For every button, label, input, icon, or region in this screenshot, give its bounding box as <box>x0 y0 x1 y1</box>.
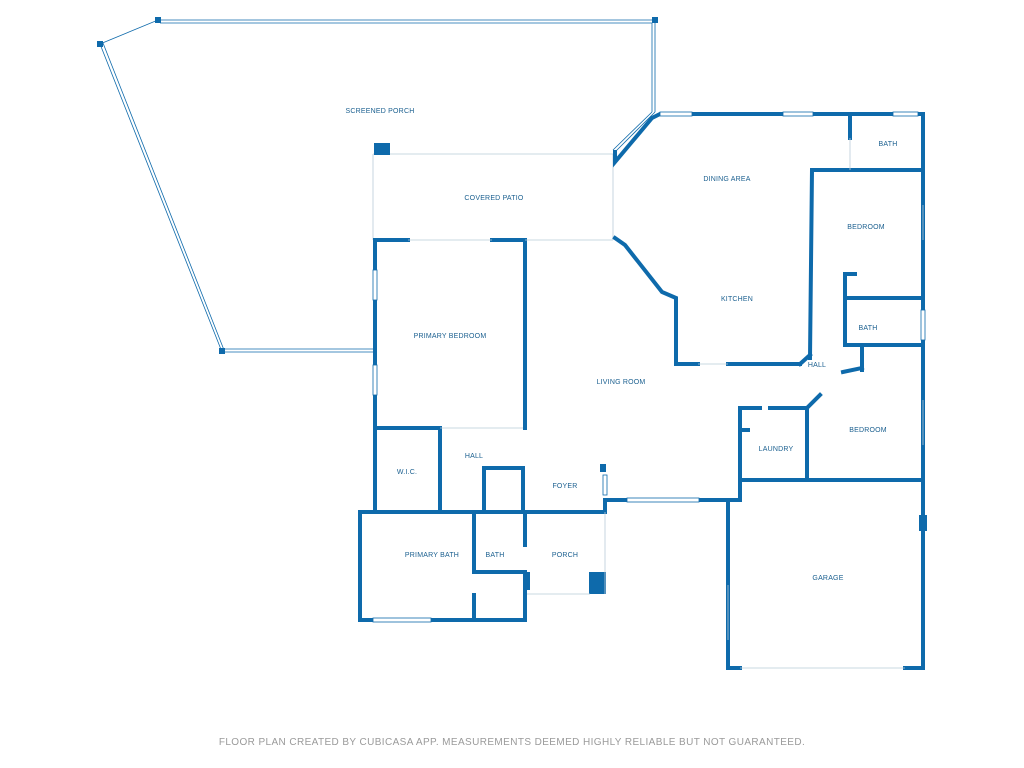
label-kitchen: KITCHEN <box>721 296 753 303</box>
label-bath-mid: BATH <box>859 325 878 332</box>
label-dining-area: DINING AREA <box>703 176 750 183</box>
label-living-room: LIVING ROOM <box>597 379 646 386</box>
label-wic: W.I.C. <box>397 469 417 476</box>
room-labels: SCREENED PORCH COVERED PATIO DINING AREA… <box>346 108 898 582</box>
label-hall-left: HALL <box>465 453 483 460</box>
footer-disclaimer: FLOOR PLAN CREATED BY CUBICASA APP. MEAS… <box>219 737 805 748</box>
label-bath-top: BATH <box>879 141 898 148</box>
label-primary-bedroom: PRIMARY BEDROOM <box>414 333 487 340</box>
label-foyer: FOYER <box>552 483 577 490</box>
label-bedroom-top: BEDROOM <box>847 224 885 231</box>
covered-patio-walls <box>372 143 614 240</box>
screened-porch-walls <box>97 17 658 354</box>
label-laundry: LAUNDRY <box>759 446 794 453</box>
label-hall-right: HALL <box>808 362 826 369</box>
label-covered-patio: COVERED PATIO <box>464 195 523 202</box>
label-porch: PORCH <box>552 552 578 559</box>
openings <box>372 111 926 669</box>
label-screened-porch: SCREENED PORCH <box>346 108 415 115</box>
label-bedroom-bottom: BEDROOM <box>849 427 887 434</box>
house-walls <box>358 112 927 670</box>
label-garage: GARAGE <box>812 575 843 582</box>
label-bath-small: BATH <box>486 552 505 559</box>
label-primary-bath: PRIMARY BATH <box>405 552 459 559</box>
